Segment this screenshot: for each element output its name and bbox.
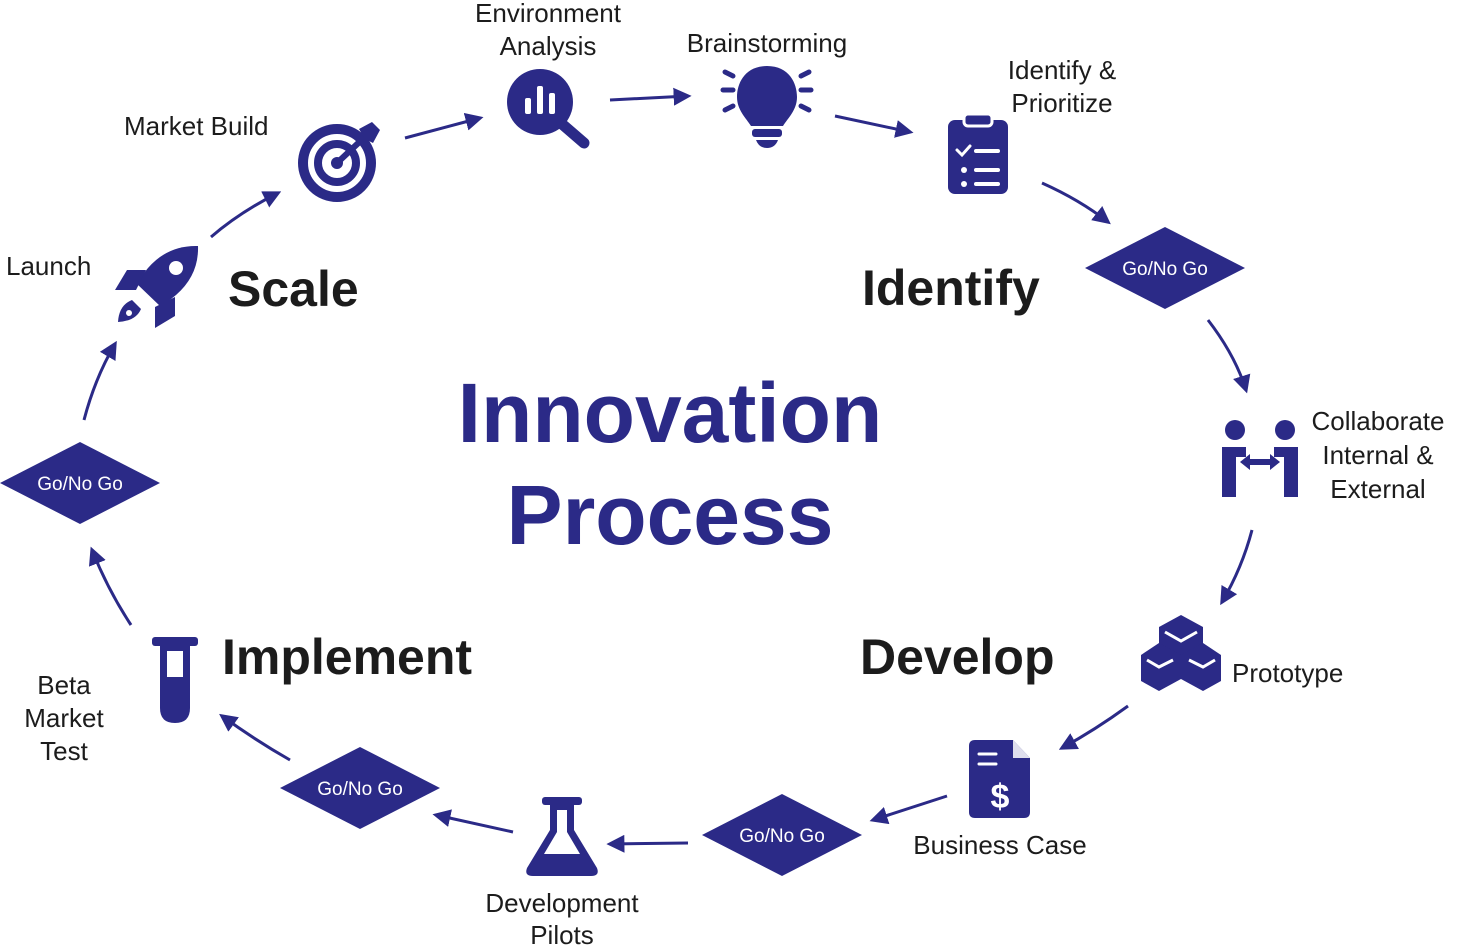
phase-identify: Identify <box>862 260 1040 316</box>
step-label-line-1: Collaborate <box>1312 406 1445 436</box>
svg-text:$: $ <box>991 778 1010 816</box>
checklist-clipboard-icon <box>948 112 1008 194</box>
step-label-line-2: Analysis <box>500 31 597 61</box>
two-people-collaborate-icon <box>1222 420 1298 497</box>
gate-label: Go/No Go <box>317 779 403 800</box>
phase-implement: Implement <box>222 629 472 685</box>
lightbulb-icon <box>720 66 814 148</box>
arrow-environment-to-brainstorming <box>609 87 692 106</box>
flow-arrows <box>82 87 1254 853</box>
phase-scale: Scale <box>228 261 359 317</box>
step-label-line-1: Launch <box>6 251 91 281</box>
title-line-2: Process <box>507 468 834 562</box>
step-label-line-1: Development <box>485 888 639 918</box>
step-label-line-1: Prototype <box>1232 658 1343 688</box>
step-label-line-1: Market Build <box>124 111 269 141</box>
step-prototype: Prototype <box>1141 615 1343 691</box>
arrow-pilots-to-gate <box>432 809 514 834</box>
step-market-build: Market Build <box>124 111 380 202</box>
step-business-case: Business Case $ <box>913 740 1087 860</box>
arrow-market-to-environment <box>404 113 484 140</box>
step-label-line-1: Beta <box>37 670 91 700</box>
step-identify-prioritize: Identify & Prioritize <box>948 55 1116 194</box>
rocket-icon <box>115 245 199 328</box>
arrow-gate-to-pilots <box>606 834 689 853</box>
arrow-gate-to-launch <box>82 340 117 421</box>
step-launch: Launch <box>6 245 199 328</box>
target-icon <box>298 122 380 202</box>
step-label-line-2: Market <box>24 703 104 733</box>
phase-develop: Develop <box>860 629 1055 685</box>
step-beta-market-test: Beta Market Test <box>24 637 198 766</box>
step-label-line-1: Identify & <box>1008 55 1116 85</box>
go-no-go-gate-develop: Go/No Go <box>702 794 862 876</box>
blocks-icon <box>1141 615 1221 691</box>
arrow-brainstorming-to-identify <box>834 114 914 138</box>
go-no-go-gate-implement: Go/No Go <box>280 747 440 829</box>
analytics-magnifier-icon <box>507 69 590 149</box>
go-no-go-gate-identify: Go/No Go <box>1085 227 1245 309</box>
step-label-line-1: Business Case <box>913 830 1086 860</box>
step-environment-analysis: Environment Analysis <box>475 0 622 149</box>
step-label-line-2: Prioritize <box>1011 88 1112 118</box>
go-no-go-gate-scale: Go/No Go <box>0 442 160 524</box>
gate-label: Go/No Go <box>1122 259 1208 280</box>
title-line-1: Innovation <box>458 366 883 460</box>
step-brainstorming: Brainstorming <box>687 28 847 148</box>
dollar-document-icon: $ <box>969 740 1030 818</box>
step-label-line-3: External <box>1330 474 1425 504</box>
step-development-pilots: Development Pilots <box>485 797 639 947</box>
flask-icon <box>526 797 598 876</box>
gate-label: Go/No Go <box>37 474 123 495</box>
step-collaborate: Collaborate Internal & External <box>1222 406 1444 504</box>
arrow-launch-to-market-build <box>210 191 282 239</box>
arrow-beta-test-to-gate <box>88 546 133 626</box>
step-label-line-3: Test <box>40 736 88 766</box>
gate-label: Go/No Go <box>739 826 825 847</box>
arrow-collaborate-to-prototype <box>1220 529 1254 606</box>
arrow-prototype-to-business-case <box>1058 704 1129 750</box>
arrow-gate-to-collaborate <box>1206 319 1251 394</box>
step-label-line-1: Brainstorming <box>687 28 847 58</box>
test-tube-icon <box>152 637 198 723</box>
step-label-line-2: Pilots <box>530 920 594 947</box>
arrow-identify-to-gate <box>1041 181 1111 225</box>
step-label-line-2: Internal & <box>1322 440 1433 470</box>
arrow-gate-to-beta-test <box>219 713 291 762</box>
step-label-line-1: Environment <box>475 0 622 28</box>
arrow-business-case-to-gate <box>869 794 948 825</box>
